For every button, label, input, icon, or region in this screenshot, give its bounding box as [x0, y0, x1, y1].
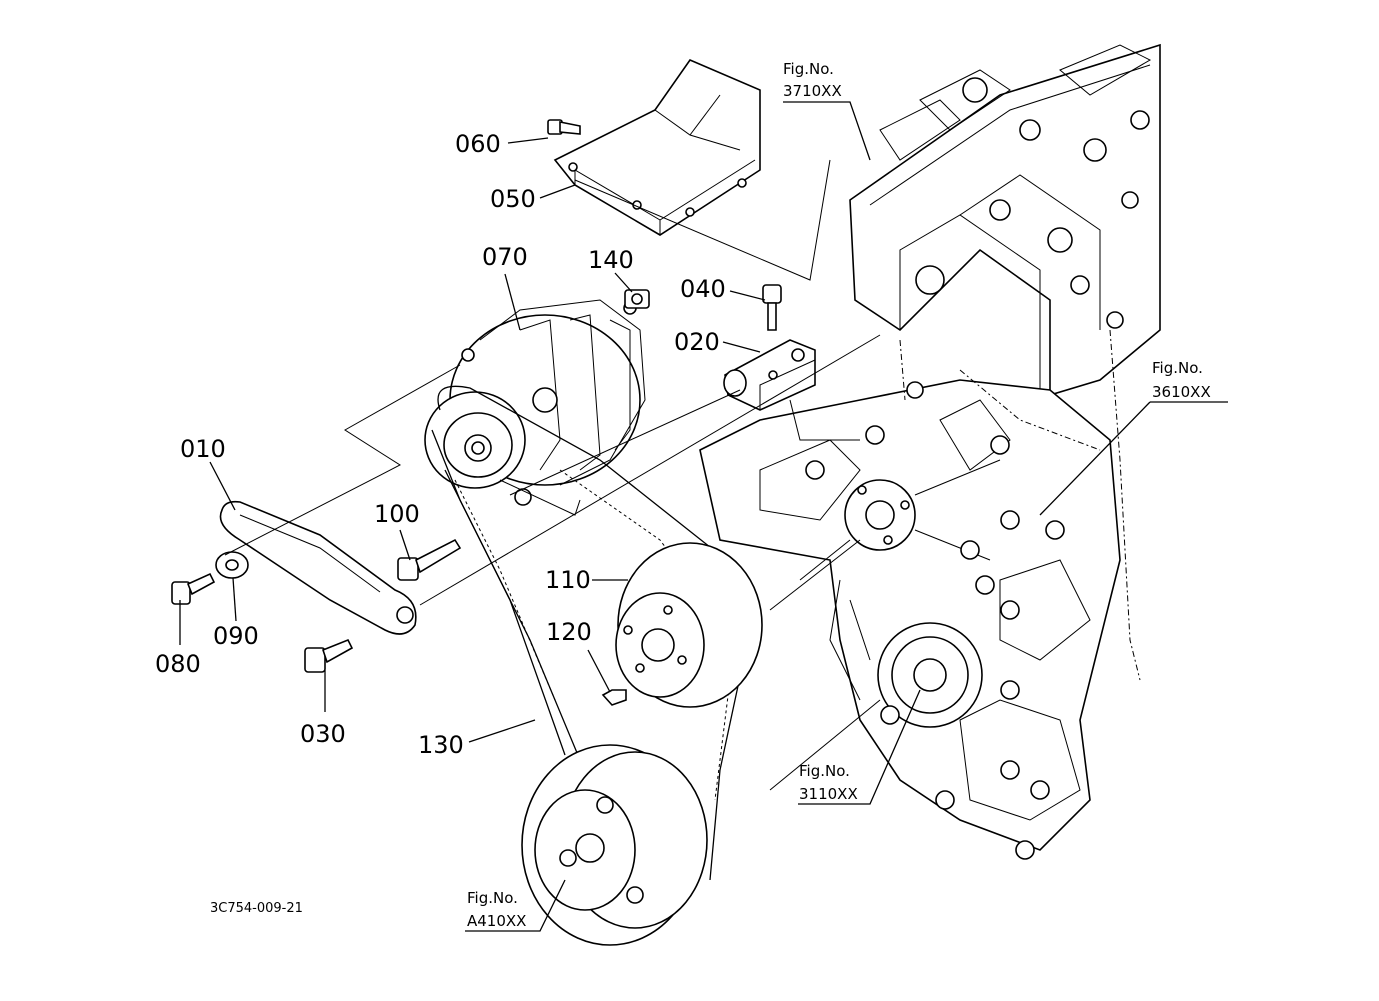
fig-ref-3610[interactable]: Fig.No. 3610XX: [1152, 359, 1211, 401]
crank-pulley-drawing: [521, 744, 708, 946]
part-label-090: 090: [213, 622, 259, 650]
part-label-050: 050: [490, 185, 536, 213]
part-label-020: 020: [674, 328, 720, 356]
part-label-120: 120: [546, 618, 592, 646]
pump-pulley-drawing: [601, 542, 763, 708]
svg-text:3610XX: 3610XX: [1152, 383, 1211, 401]
adjuster-drawing: [723, 284, 816, 411]
diagram-code: 3C754-009-21: [210, 901, 303, 916]
part-label-040: 040: [680, 275, 726, 303]
part-label-140: 140: [588, 246, 634, 274]
svg-text:Fig.No.: Fig.No.: [783, 60, 834, 78]
figure-references: Fig.No. 3710XX Fig.No. 3610XX Fig.No. 31…: [467, 60, 1211, 930]
block-bolt-icons: [805, 381, 1065, 860]
part-label-100: 100: [374, 500, 420, 528]
part-label-110: 110: [545, 566, 591, 594]
svg-text:3710XX: 3710XX: [783, 82, 842, 100]
alternator-drawing: [424, 289, 650, 506]
part-label-070: 070: [482, 243, 528, 271]
part-label-130: 130: [418, 731, 464, 759]
part-label-030: 030: [300, 720, 346, 748]
svg-text:3110XX: 3110XX: [799, 785, 858, 803]
svg-text:Fig.No.: Fig.No.: [799, 762, 850, 780]
svg-text:Fig.No.: Fig.No.: [1152, 359, 1203, 377]
svg-text:Fig.No.: Fig.No.: [467, 889, 518, 907]
part-labels: 060 050 070 140 040 020 010 100 110 120 …: [155, 130, 726, 759]
part-label-010: 010: [180, 435, 226, 463]
fig-ref-a410[interactable]: Fig.No. A410XX: [467, 889, 526, 930]
fig-ref-3710[interactable]: Fig.No. 3710XX: [783, 60, 842, 100]
fig-ref-3110[interactable]: Fig.No. 3110XX: [799, 762, 858, 803]
part-label-080: 080: [155, 650, 201, 678]
leader-lines: [179, 101, 1228, 932]
svg-text:A410XX: A410XX: [467, 912, 526, 930]
engine-block-drawing: [699, 43, 1161, 860]
belt-cover-drawing: [547, 59, 761, 236]
assembly-lines: [224, 159, 881, 791]
part-label-060: 060: [455, 130, 501, 158]
bracket-drawing: [171, 500, 462, 673]
